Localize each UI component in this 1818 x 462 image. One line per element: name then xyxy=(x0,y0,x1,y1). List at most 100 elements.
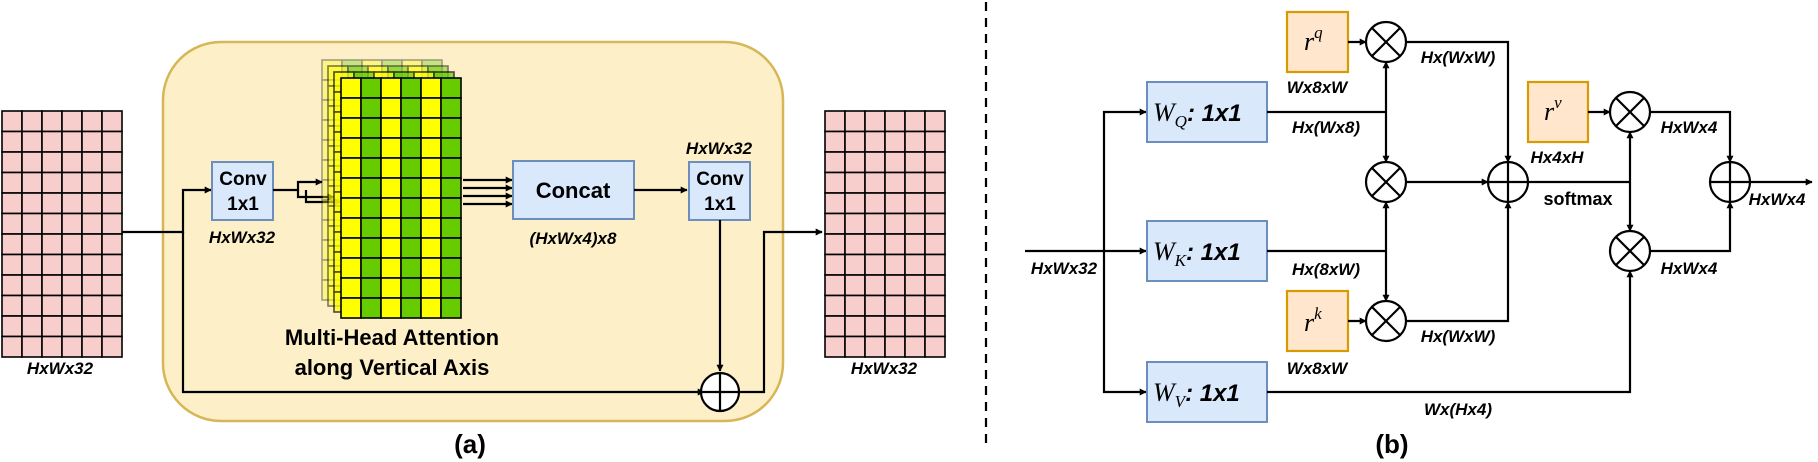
attention-heads-stack xyxy=(321,59,462,319)
attention-head-cell xyxy=(340,217,362,239)
av-multiply-icon xyxy=(1608,229,1652,273)
output-feature-grid xyxy=(824,110,946,358)
input-grid-cell xyxy=(101,233,123,256)
attention-head-cell xyxy=(420,197,442,219)
output-grid-cell xyxy=(864,233,886,256)
attention-head-cell xyxy=(340,237,362,259)
input-grid-cell xyxy=(61,192,83,215)
output-grid-cell xyxy=(904,151,926,174)
output-grid-cell xyxy=(844,130,866,153)
input-grid-cell xyxy=(81,110,103,133)
input-grid-cell xyxy=(81,315,103,338)
input-grid-cell xyxy=(1,192,23,215)
input-grid-cell xyxy=(1,151,23,174)
input-grid-cell xyxy=(61,294,83,317)
input-grid-cell xyxy=(61,171,83,194)
output-grid-cell xyxy=(864,130,886,153)
conv1-to-heads-wire-1 xyxy=(273,178,323,192)
attention-head-cell xyxy=(400,77,422,99)
output-grid-cell xyxy=(884,151,906,174)
input-grid-cell xyxy=(41,171,63,194)
attention-head-cell xyxy=(380,277,402,299)
input-grid-cell xyxy=(1,274,23,297)
attention-head-cell xyxy=(400,157,422,179)
input-dim-label: HxWx32 xyxy=(27,359,94,378)
input-grid-cell xyxy=(21,171,43,194)
input-grid-cell xyxy=(21,335,43,358)
output-grid-cell xyxy=(904,212,926,235)
output-grid-cell xyxy=(904,171,926,194)
output-grid-cell xyxy=(904,130,926,153)
b-output-dim-label: HxWx4 xyxy=(1749,190,1806,209)
attention-head-cell xyxy=(400,197,422,219)
wq-box xyxy=(1146,81,1268,143)
output-grid-cell xyxy=(904,315,926,338)
concat-label: Concat xyxy=(536,178,611,203)
attention-head-cell xyxy=(420,277,442,299)
attention-head-cell xyxy=(380,77,402,99)
conv2-label-line2: 1x1 xyxy=(704,194,736,215)
input-grid-cell xyxy=(61,130,83,153)
output-grid-cell xyxy=(864,171,886,194)
attention-head-cell xyxy=(380,117,402,139)
input-grid-cell xyxy=(61,212,83,235)
vr-multiply-icon xyxy=(1608,90,1652,134)
attention-head-cell xyxy=(400,297,422,319)
input-grid-cell xyxy=(1,130,23,153)
input-grid-cell xyxy=(1,233,23,256)
attention-head-cell xyxy=(420,97,442,119)
input-grid-cell xyxy=(61,110,83,133)
output-grid-cell xyxy=(884,171,906,194)
attention-head-cell xyxy=(360,257,382,279)
v-dim-label: Wx(Hx4) xyxy=(1424,400,1492,419)
output-grid-cell xyxy=(884,110,906,133)
attention-head-layer xyxy=(340,77,462,319)
av-to-sum-wire xyxy=(1650,201,1734,253)
attention-head-cell xyxy=(340,257,362,279)
attention-head-cell xyxy=(400,117,422,139)
attention-head-cell xyxy=(440,197,462,219)
attention-head-cell xyxy=(420,177,442,199)
input-grid-cell xyxy=(81,192,103,215)
output-grid-cell xyxy=(844,233,866,256)
attention-head-cell xyxy=(440,277,462,299)
input-grid-cell xyxy=(21,294,43,317)
attention-head-cell xyxy=(360,77,382,99)
output-grid-cell xyxy=(904,253,926,276)
output-grid-cell xyxy=(864,335,886,358)
input-grid-cell xyxy=(101,192,123,215)
conv1-to-heads-wire-2 xyxy=(296,190,335,201)
input-grid-cell xyxy=(101,274,123,297)
rq-box xyxy=(1285,10,1350,74)
rk-dim-label: Wx8xW xyxy=(1287,359,1349,378)
input-grid-cell xyxy=(61,335,83,358)
input-grid-cell xyxy=(1,335,23,358)
attention-head-cell xyxy=(420,117,442,139)
attention-head-cell xyxy=(440,117,462,139)
output-grid-cell xyxy=(884,294,906,317)
output-grid-cell xyxy=(864,294,886,317)
attention-head-cell xyxy=(360,237,382,259)
attention-head-cell xyxy=(400,277,422,299)
conv2-box xyxy=(688,161,751,221)
input-grid-cell xyxy=(41,233,63,256)
attention-head-cell xyxy=(340,177,362,199)
rq-label: rq xyxy=(1304,23,1323,56)
attention-head-cell xyxy=(420,77,442,99)
input-grid-cell xyxy=(41,315,63,338)
attention-head-cell xyxy=(400,237,422,259)
attention-head-cell xyxy=(380,177,402,199)
input-grid-cell xyxy=(21,212,43,235)
qk-multiply-icon xyxy=(1364,160,1408,204)
output-grid-cell xyxy=(844,212,866,235)
residual-add-icon xyxy=(699,371,741,413)
attention-head-cell xyxy=(400,257,422,279)
input-grid-cell xyxy=(61,233,83,256)
output-grid-cell xyxy=(904,294,926,317)
output-grid-cell xyxy=(864,274,886,297)
input-grid-cell xyxy=(21,192,43,215)
kr-dim-label: Hx(WxW) xyxy=(1421,327,1496,346)
attention-head-cell xyxy=(340,297,362,319)
output-grid-cell xyxy=(884,130,906,153)
input-grid-cell xyxy=(1,315,23,338)
